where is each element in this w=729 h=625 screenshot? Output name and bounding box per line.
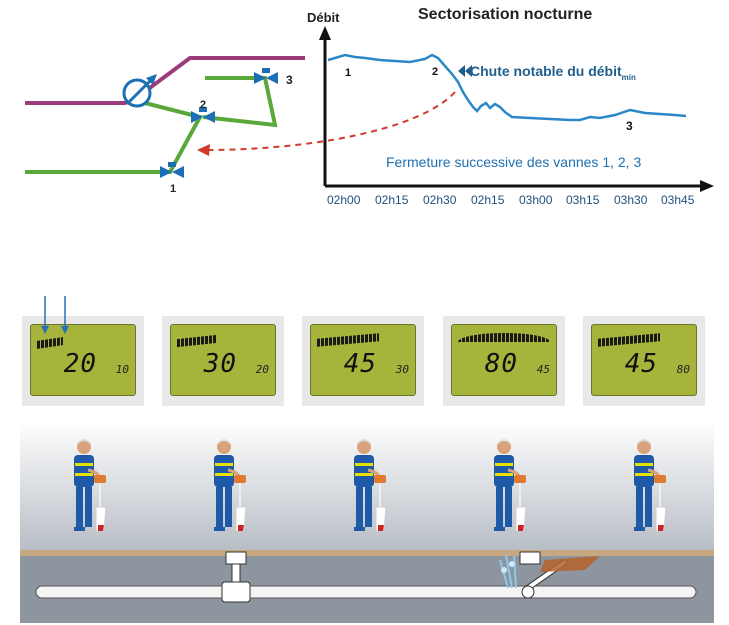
lcd-display: 45 80: [591, 324, 697, 396]
valve-1-icon: [160, 162, 184, 178]
chevron-left-icon: [458, 65, 472, 77]
meter-value: 45: [624, 349, 658, 379]
x-tick: 03h30: [614, 193, 648, 207]
dashed-arrow: [204, 91, 456, 151]
x-tick: 02h15: [471, 193, 505, 207]
curve-label-2: 2: [432, 66, 438, 78]
chute-annotation: Chute notable du débitmin: [470, 63, 636, 82]
curve-label-3: 3: [626, 119, 633, 133]
pipe-green-branch: [25, 101, 203, 174]
meter-previous: 80: [676, 363, 690, 376]
flow-chart: 1 2 3: [197, 26, 714, 192]
meter-panel: 20 10: [22, 316, 144, 406]
meter-previous: 10: [115, 363, 129, 376]
pipe-green-upper: [202, 76, 278, 128]
meter-panel: 80 45: [443, 316, 565, 406]
valve-3-icon: [254, 68, 278, 84]
leak-icon: [499, 551, 600, 599]
chart-title: Sectorisation nocturne: [418, 6, 593, 23]
meter-value: 45: [343, 349, 377, 379]
flow-curve: [327, 53, 687, 122]
lcd-display: 30 20: [170, 324, 276, 396]
x-tick: 02h30: [423, 193, 457, 207]
meter-value: 20: [63, 349, 97, 379]
dashed-arrow-head: [197, 144, 210, 156]
signal-bar: [177, 334, 217, 348]
signal-bar: [598, 333, 660, 347]
signal-bar: [37, 337, 63, 349]
x-axis-arrow: [700, 180, 714, 192]
x-tick: 03h15: [566, 193, 600, 207]
arrow-down-icon: [41, 296, 69, 334]
lcd-display: 80 45: [451, 324, 557, 396]
network-diagram: 3 2 1: [25, 56, 305, 195]
x-tick: 02h00: [327, 193, 361, 207]
closing-annotation: Fermeture successive des vannes 1, 2, 3: [386, 154, 642, 170]
underground-pipe: [35, 585, 697, 599]
meter-value: 80: [484, 349, 518, 379]
chute-subscript: min: [621, 72, 636, 82]
y-axis-arrow: [319, 26, 331, 40]
signal-bar: [458, 333, 550, 342]
curve-label-1: 1: [345, 67, 351, 79]
valve-label-1: 1: [170, 183, 176, 195]
meter-panel: 45 30: [302, 316, 424, 406]
lcd-display: 45 30: [310, 324, 416, 396]
valve-label-2: 2: [200, 99, 206, 111]
signal-bar: [317, 333, 379, 347]
chute-text: Chute notable du débit: [470, 63, 622, 79]
meter-value: 30: [203, 349, 237, 379]
y-axis-label: Débit: [307, 10, 340, 25]
x-tick: 03h00: [519, 193, 553, 207]
meter-panel: 30 20: [162, 316, 284, 406]
x-tick: 03h45: [661, 193, 695, 207]
meter-panel: 45 80: [583, 316, 705, 406]
x-tick: 02h15: [375, 193, 409, 207]
valve-box-icon: [221, 551, 251, 603]
meter-previous: 20: [255, 363, 269, 376]
lcd-display: 20 10: [30, 324, 136, 396]
ground-scene: [20, 420, 714, 623]
meter-previous: 45: [536, 363, 550, 376]
meter-previous: 30: [395, 363, 409, 376]
flowmeter-icon: [122, 74, 157, 108]
valve-label-3: 3: [286, 73, 293, 87]
valve-2-icon: [191, 107, 215, 123]
